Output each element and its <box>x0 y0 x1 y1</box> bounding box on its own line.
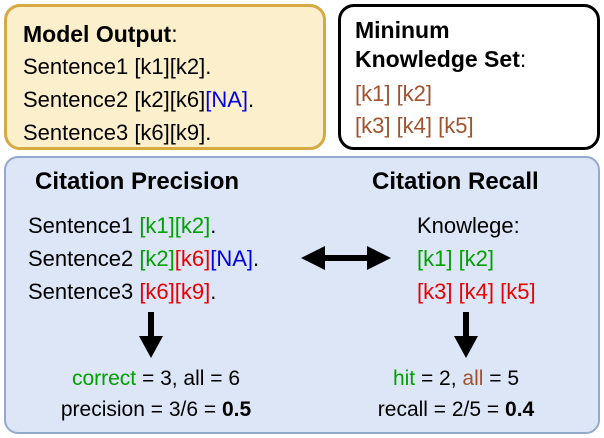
sentence-label: Sentence1 <box>28 213 140 238</box>
recall-counts: hit = 2, all = 5 <box>316 368 596 389</box>
correct-citation-tokens: [k2] <box>139 246 175 271</box>
model-output-box: Model Output: Sentence1 [k1][k2]. Senten… <box>4 4 326 150</box>
citation-recall-heading: Citation Recall <box>372 168 539 195</box>
citation-tokens: [k6][k9] <box>134 120 206 145</box>
sentence-label: Sentence1 <box>23 54 135 79</box>
na-token: [NA] <box>210 246 254 271</box>
line-period: . <box>210 213 217 238</box>
citation-tokens: [k1][k2] <box>134 54 206 79</box>
recall-result-expression: recall = 2/5 = <box>377 398 506 421</box>
model-output-line-1: Sentence1 [k1][k2]. <box>23 56 211 78</box>
model-output-title: Model Output: <box>23 23 178 46</box>
recall-result-value: 0.4 <box>505 398 535 421</box>
knowledge-set-title-line-2: Knowledge Set: <box>355 48 526 71</box>
sentence-label: Sentence3 <box>28 279 140 304</box>
sentence-label: Sentence2 <box>28 246 140 271</box>
hit-count-value: = 2, <box>415 367 463 390</box>
knowledge-set-title-colon: : <box>519 46 527 72</box>
sentence-label: Sentence2 <box>23 87 135 112</box>
precision-line-1: Sentence1 [k1][k2]. <box>28 215 216 237</box>
precision-result-expression: precision = 3/6 = <box>60 398 222 421</box>
all-count-label: all <box>462 367 484 390</box>
recall-result: recall = 2/5 = 0.4 <box>316 399 596 420</box>
recall-miss-row: [k3] [k4] [k5] <box>417 279 536 304</box>
bidirectional-arrow-icon <box>301 246 391 270</box>
precision-line-3: Sentence3 [k6][k9]. <box>28 281 216 303</box>
incorrect-citation-tokens: [k6][k9] <box>139 279 211 304</box>
line-period: . <box>210 279 217 304</box>
recall-hit-row: [k1] [k2] <box>417 246 495 271</box>
model-output-title-colon: : <box>171 21 178 47</box>
model-output-line-2: Sentence2 [k2][k6][NA]. <box>23 89 254 111</box>
model-output-title-text: Model Output <box>23 21 172 47</box>
line-period: . <box>253 246 260 271</box>
na-token: [NA] <box>205 87 249 112</box>
citation-tokens: [k2][k6] <box>134 87 206 112</box>
precision-line-2: Sentence2 [k2][k6][NA]. <box>28 248 259 270</box>
correct-citation-tokens: [k1][k2] <box>139 213 211 238</box>
sentence-label: Sentence3 <box>23 120 135 145</box>
knowledge-set-row-2: [k3] [k4] [k5] <box>355 113 474 138</box>
precision-result-value: 0.5 <box>221 398 252 421</box>
all-count-value: = 5 <box>483 367 520 390</box>
knowledge-set-box: Mininum Knowledge Set: [k1] [k2] [k3] [k… <box>338 4 600 150</box>
knowledge-set-title-line-1: Mininum <box>355 17 450 43</box>
knowledge-set-row-1: [k1] [k2] <box>355 81 433 106</box>
hit-count-label: hit <box>392 367 416 390</box>
correct-count-label: correct <box>71 367 137 390</box>
precision-result: precision = 3/6 = 0.5 <box>6 399 306 420</box>
line-period: . <box>248 87 255 112</box>
metrics-panel: Citation Precision Sentence1 [k1][k2]. S… <box>4 156 600 434</box>
incorrect-citation-tokens: [k6] <box>174 246 211 271</box>
recall-down-arrow-icon <box>454 312 478 358</box>
citation-precision-heading: Citation Precision <box>35 168 240 195</box>
knowledge-set-title-text: Knowledge Set <box>355 46 520 72</box>
line-period: . <box>205 120 212 145</box>
recall-knowledge-label: Knowlege: <box>417 213 520 238</box>
correct-count-values: = 3, all = 6 <box>136 367 241 390</box>
model-output-line-3: Sentence3 [k6][k9]. <box>23 122 211 144</box>
line-period: . <box>205 54 212 79</box>
precision-down-arrow-icon <box>139 312 163 358</box>
precision-counts: correct = 3, all = 6 <box>6 368 306 389</box>
